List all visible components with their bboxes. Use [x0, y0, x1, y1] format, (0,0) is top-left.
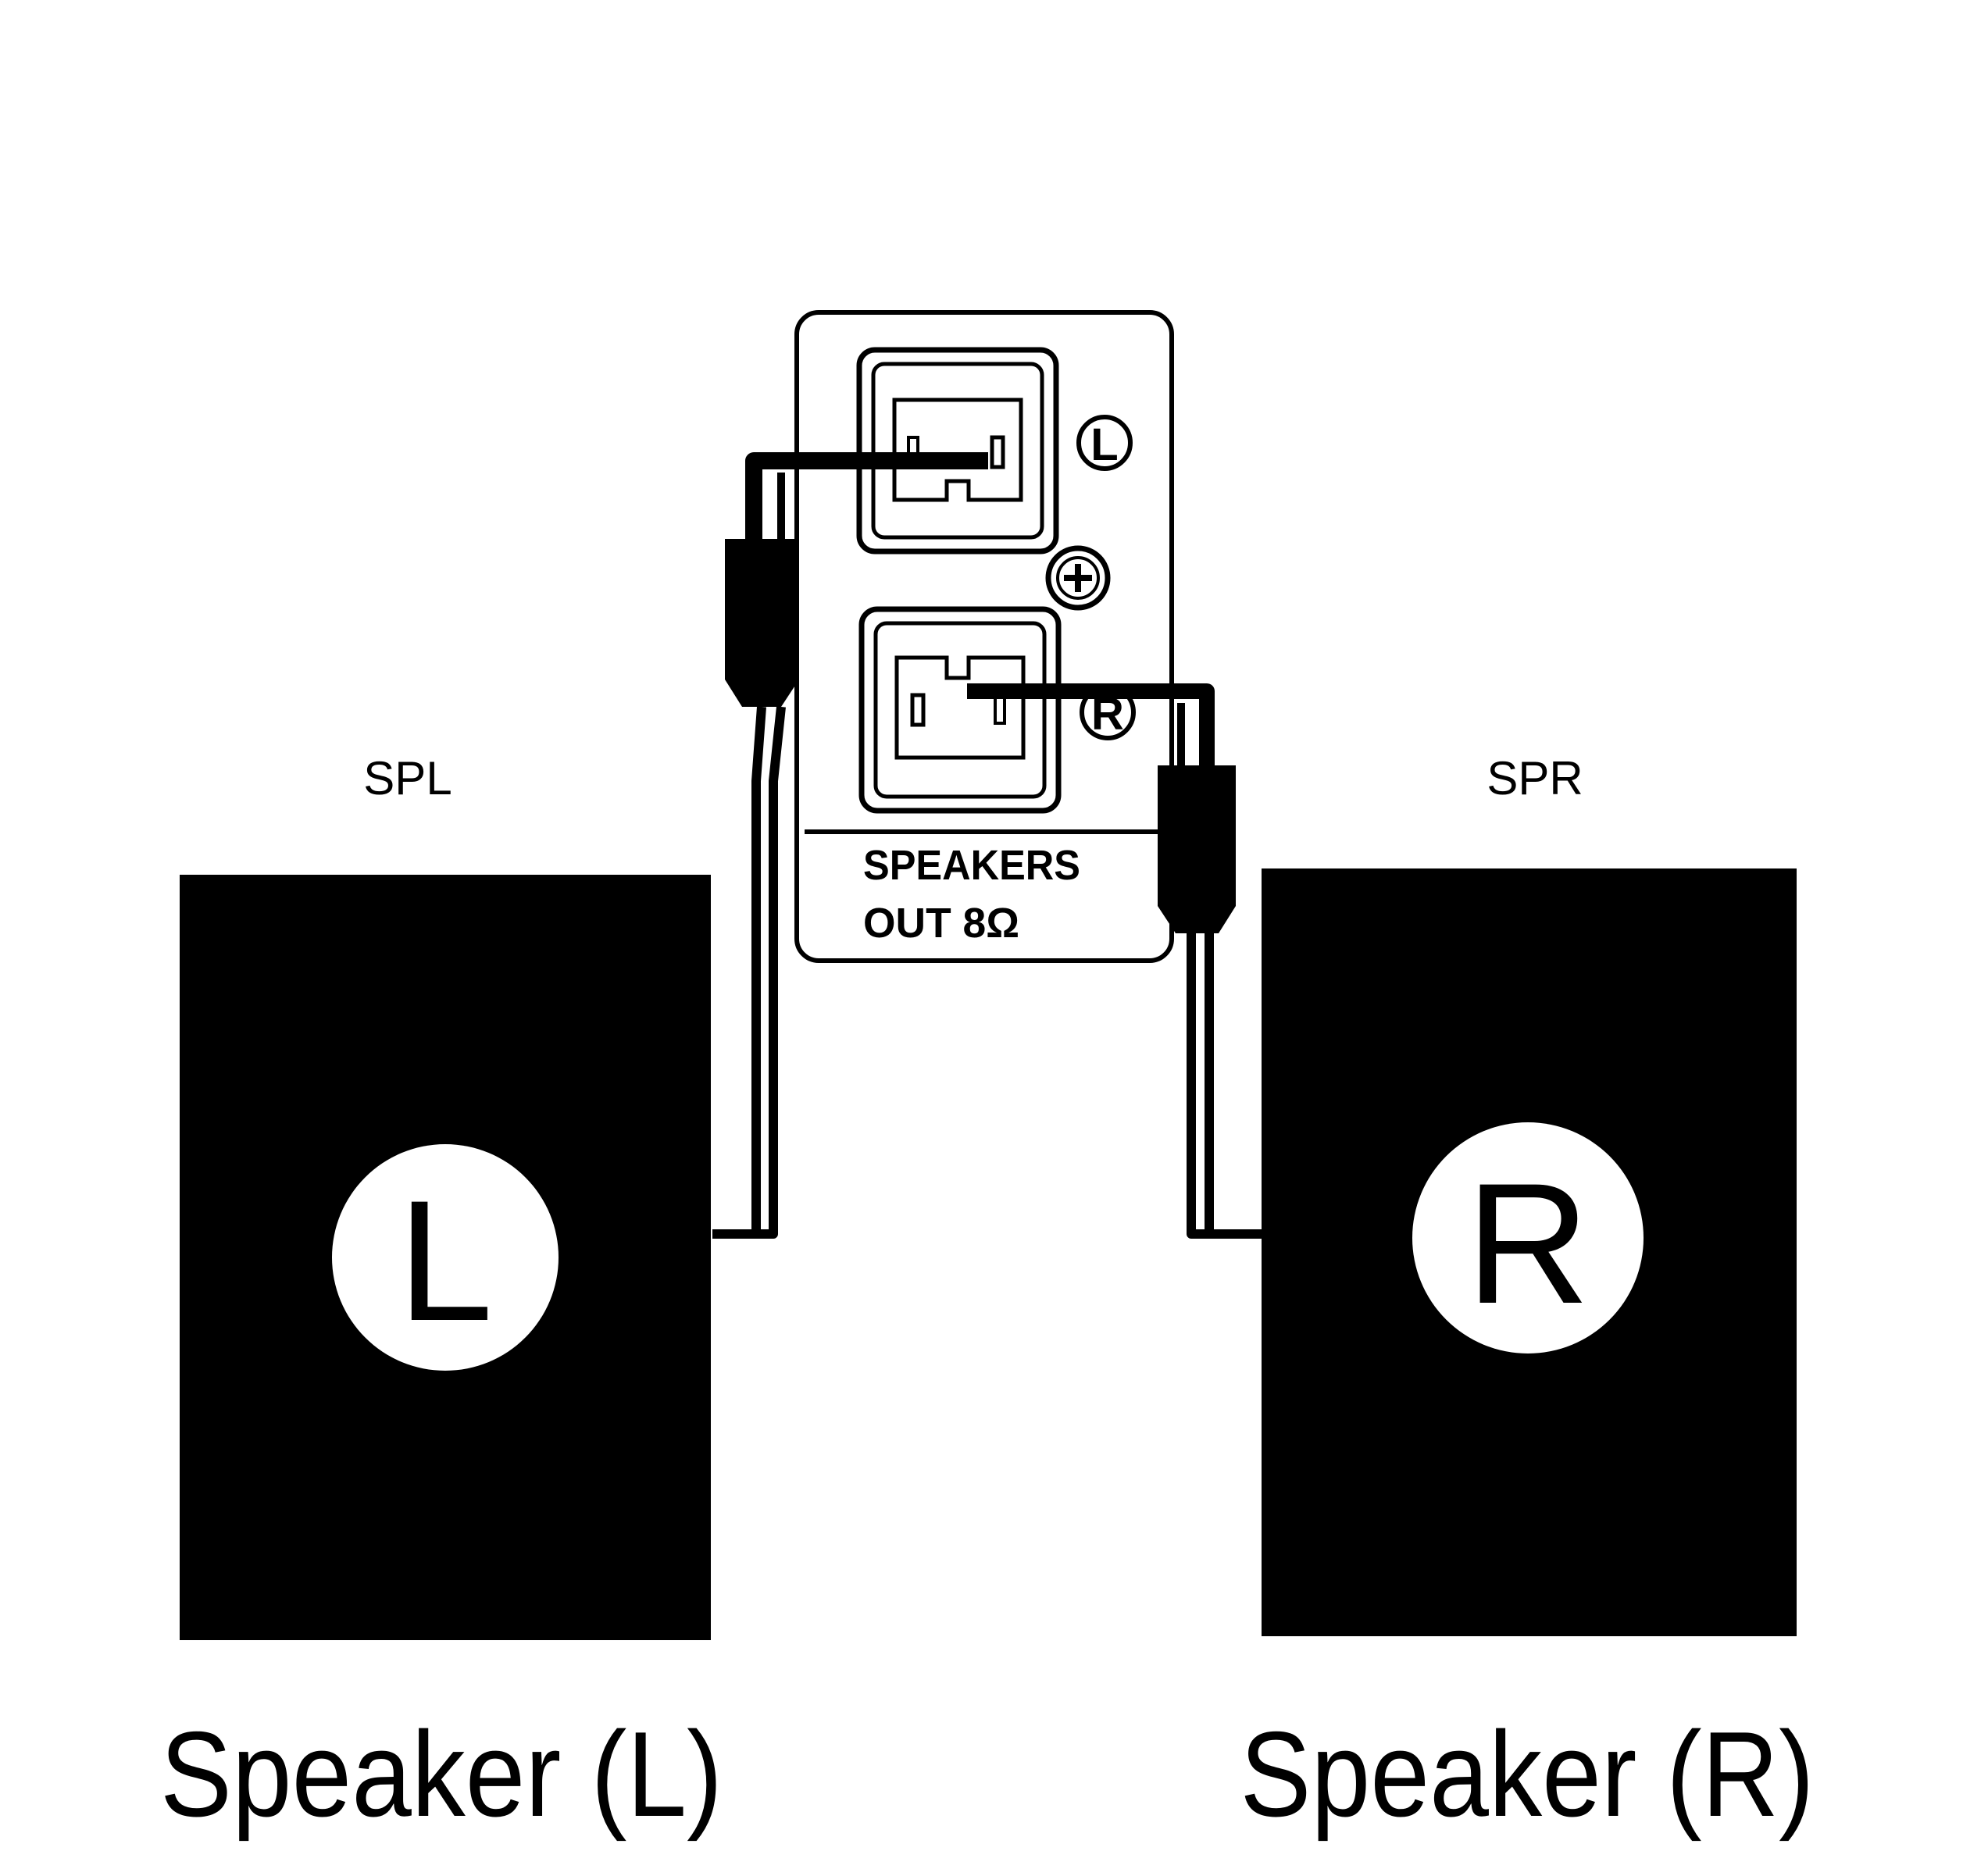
- speaker-right: SPR R Speaker (R): [1240, 752, 1815, 1842]
- cable-right: [967, 683, 1264, 1239]
- rear-panel: L R SPEAKERS OUT 8Ω: [794, 310, 1174, 963]
- speaker-left-code: SPL: [363, 752, 451, 804]
- jack-right[interactable]: [858, 606, 1062, 814]
- speaker-left-badge-letter: L: [398, 1164, 493, 1357]
- cable-left: [712, 452, 988, 1239]
- speaker-right-caption: Speaker (R): [1240, 1707, 1815, 1842]
- speaker-left-badge: [332, 1144, 559, 1371]
- speaker-left: SPL L Speaker (L): [160, 752, 723, 1842]
- jack-left[interactable]: [856, 347, 1059, 555]
- speaker-right-badge: [1412, 1122, 1644, 1353]
- plug-right: [1158, 765, 1236, 906]
- speaker-right-code: SPR: [1487, 752, 1583, 804]
- panel-caption-speakers: SPEAKERS: [863, 842, 1080, 889]
- screw-icon: [1045, 545, 1111, 611]
- speaker-right-badge-letter: R: [1466, 1147, 1590, 1339]
- jack-left-mark: L: [1076, 415, 1133, 471]
- speaker-left-caption: Speaker (L): [160, 1707, 723, 1842]
- jack-left-mark-letter: L: [1090, 419, 1118, 470]
- panel-caption-impedance: OUT 8Ω: [863, 900, 1019, 947]
- plug-left: [725, 539, 799, 679]
